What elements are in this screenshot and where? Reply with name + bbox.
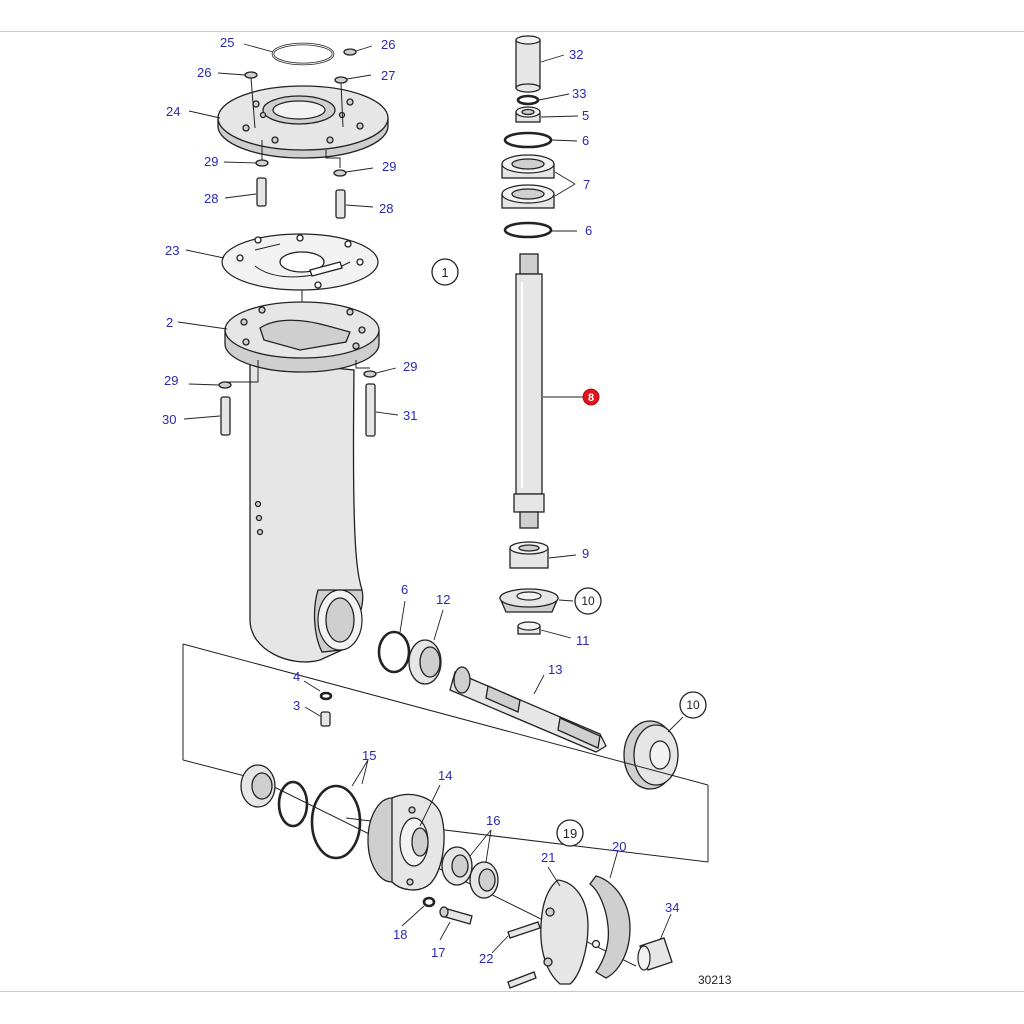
o-ring-6c	[377, 630, 411, 674]
callout-29-upper-left: 29	[204, 154, 218, 169]
o-ring-15-b	[277, 780, 309, 828]
callout-20: 20	[612, 839, 626, 854]
callout-25: 25	[220, 35, 234, 50]
bottom-border-line	[0, 991, 1024, 992]
callout-23: 23	[165, 243, 179, 258]
callout-26-right: 26	[381, 37, 395, 52]
gasket-23	[221, 233, 379, 291]
gear-housing-2	[224, 301, 380, 663]
seal-15-a	[240, 764, 276, 808]
washer-18	[422, 896, 436, 908]
plug-3-washer-4	[319, 691, 333, 727]
callout-6-top: 6	[582, 133, 589, 148]
bearings-16	[441, 846, 499, 899]
callout-7: 7	[583, 177, 590, 192]
anode-21	[540, 879, 589, 985]
anode-20	[589, 875, 631, 979]
shim-6b	[503, 221, 553, 239]
callout-34: 34	[665, 900, 679, 915]
bolts-28	[255, 159, 347, 219]
upper-flange-24	[217, 85, 389, 159]
callout-33: 33	[572, 86, 586, 101]
leader-lines	[177, 43, 684, 954]
circled-callout-10-upper: 10	[574, 587, 602, 615]
circlip-33	[516, 94, 540, 106]
svg-text:8: 8	[588, 392, 594, 404]
vertical-shaft-8	[513, 253, 545, 529]
nut-5	[515, 106, 541, 123]
screw-17	[439, 906, 473, 925]
svg-text:19: 19	[563, 826, 577, 841]
callout-21: 21	[541, 850, 555, 865]
svg-text:10: 10	[686, 698, 700, 712]
pinion-gear-10a	[499, 588, 559, 613]
callout-5: 5	[582, 108, 589, 123]
callout-26-left: 26	[197, 65, 211, 80]
shim-6a	[503, 131, 553, 149]
bearing-9	[509, 541, 549, 569]
callout-2: 2	[166, 315, 173, 330]
circled-callout-1: 1	[431, 258, 459, 286]
propeller-shaft-13	[449, 666, 607, 753]
callout-30: 30	[162, 412, 176, 427]
callout-29-lower-left: 29	[164, 373, 178, 388]
callout-labels: 25 26 26 27 24 29 29 28 28 23 2 29 29 30…	[162, 35, 732, 987]
callout-11: 11	[576, 633, 590, 648]
svg-text:1: 1	[441, 265, 448, 280]
callout-6-middle: 6	[585, 223, 592, 238]
callout-18: 18	[393, 927, 407, 942]
callout-28-right: 28	[379, 201, 393, 216]
circled-callout-10-lower: 10	[679, 691, 707, 719]
figure-number: 30213	[698, 973, 732, 987]
callout-6-lower: 6	[401, 582, 408, 597]
callout-28-left: 28	[204, 191, 218, 206]
nut-11	[517, 621, 541, 635]
callout-9: 9	[582, 546, 589, 561]
o-ring-15-c	[310, 784, 362, 860]
bolts-30-31	[218, 370, 377, 437]
callout-12: 12	[436, 592, 450, 607]
callout-32: 32	[569, 47, 583, 62]
callout-29-lower-right: 29	[403, 359, 417, 374]
callout-22: 22	[479, 951, 493, 966]
callout-17: 17	[431, 945, 445, 960]
bushing-34	[637, 937, 673, 971]
bearing-carrier-14	[367, 793, 445, 891]
bearing-12	[408, 639, 442, 685]
callout-31: 31	[403, 408, 417, 423]
callout-4: 4	[293, 669, 300, 684]
callout-24: 24	[166, 104, 180, 119]
washers-26-27	[244, 48, 357, 84]
top-border-line	[0, 31, 1024, 32]
circled-callout-19: 19	[556, 819, 584, 847]
callout-14: 14	[438, 768, 452, 783]
highlighted-callout-8: 8	[582, 388, 600, 406]
callout-16: 16	[486, 813, 500, 828]
callout-13: 13	[548, 662, 562, 677]
callout-27: 27	[381, 68, 395, 83]
gear-10b	[623, 720, 679, 790]
callout-15: 15	[362, 748, 376, 763]
callout-3: 3	[293, 698, 300, 713]
screws-22	[507, 921, 541, 989]
callout-29-upper-right: 29	[382, 159, 396, 174]
svg-text:10: 10	[581, 594, 595, 608]
sleeve-32	[515, 35, 541, 93]
o-ring-25	[271, 42, 335, 66]
bearings-7	[501, 154, 555, 209]
